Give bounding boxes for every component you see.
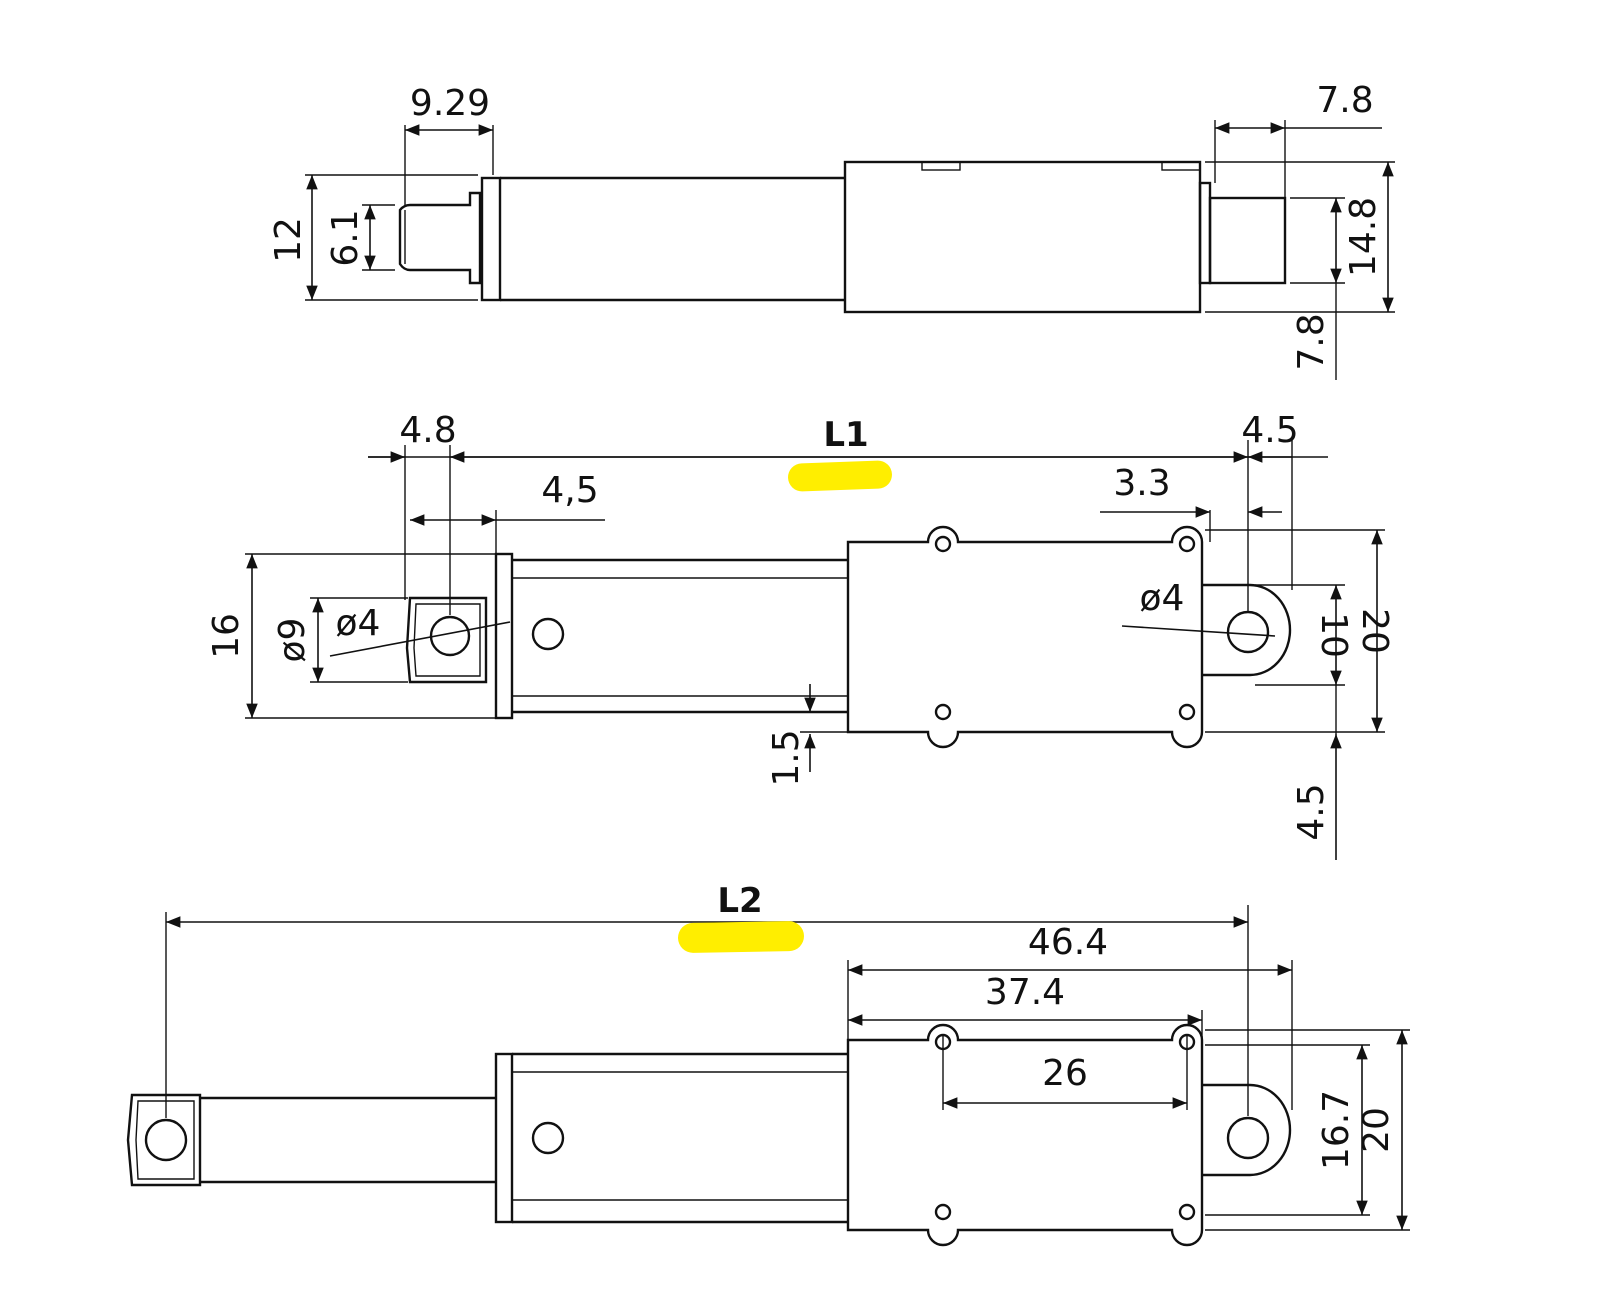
dim-16: 16 xyxy=(206,613,247,659)
dim-4-5-bottom: 4.5 xyxy=(1291,783,1332,840)
dim-46-4: 46.4 xyxy=(1028,922,1108,963)
highlight-L2 xyxy=(678,921,804,953)
dim-7-8-top: 7.8 xyxy=(1316,80,1373,121)
leader-phi4-left xyxy=(329,621,511,657)
dim-20-bottom: 20 xyxy=(1356,1107,1397,1153)
dim-phi4-left: ø4 xyxy=(336,603,381,644)
leader-phi4-right xyxy=(1121,625,1276,637)
dim-12: 12 xyxy=(268,217,309,263)
dim-4-5-left: 4,5 xyxy=(541,470,598,511)
bottom-view: L2 46.4 37.4 26 16.7 20 xyxy=(126,881,1410,1247)
dim-10: 10 xyxy=(1313,612,1354,658)
dim-4-5-right: 4.5 xyxy=(1241,410,1298,451)
dim-7-8-side: 7.8 xyxy=(1291,313,1332,370)
dim-9-29: 9.29 xyxy=(410,83,490,124)
label-L2: L2 xyxy=(717,881,762,921)
dim-3-3: 3.3 xyxy=(1113,463,1170,504)
dim-phi9: ø9 xyxy=(272,618,313,663)
dim-4-8: 4.8 xyxy=(399,410,456,451)
dim-37-4: 37.4 xyxy=(985,972,1065,1013)
dim-14-8: 14.8 xyxy=(1343,197,1384,277)
highlight-L1 xyxy=(788,460,892,492)
top-view: 9.29 12 6.1 7.8 14.8 7.8 xyxy=(268,80,1395,380)
label-L1: L1 xyxy=(823,415,868,455)
dim-phi4-right: ø4 xyxy=(1140,578,1185,619)
dim-6-1: 6.1 xyxy=(325,209,366,266)
dim-20: 20 xyxy=(1354,608,1395,654)
middle-view: L1 4.8 4,5 4.5 3.3 16 ø9 ø4 ø4 10 20 1.5… xyxy=(206,410,1395,860)
dim-26: 26 xyxy=(1042,1053,1088,1094)
dim-1-5: 1.5 xyxy=(766,729,807,786)
dim-16-7: 16.7 xyxy=(1316,1090,1357,1170)
